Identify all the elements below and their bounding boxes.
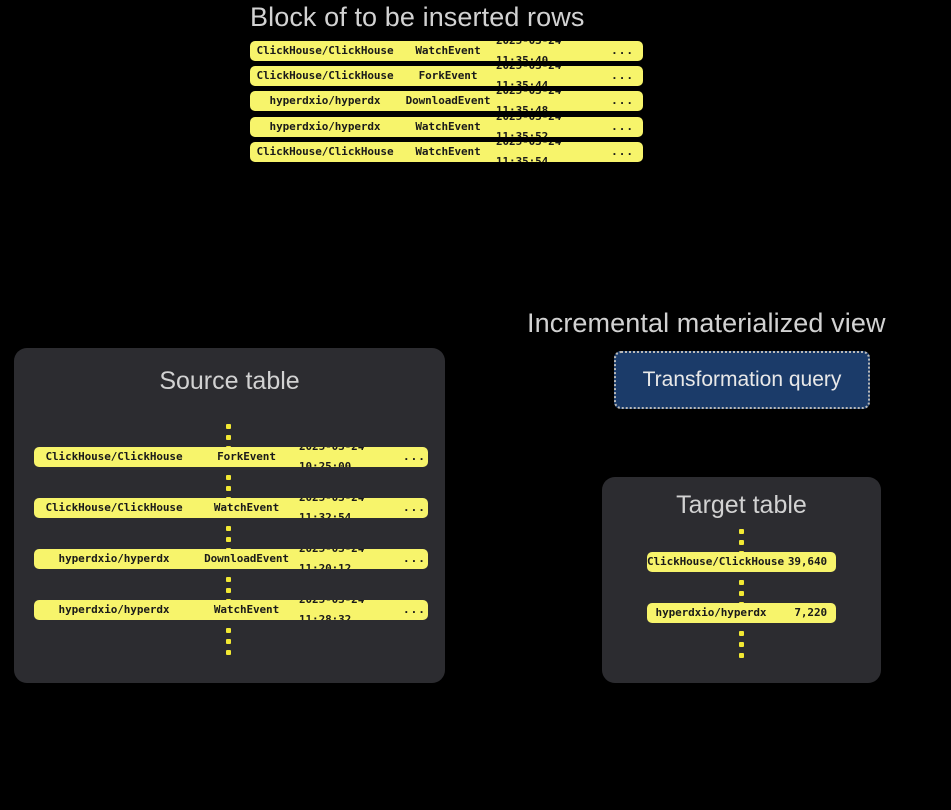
source-table-card: Source table ClickHouse/ClickHouse ForkE… [14,348,445,683]
source-row-repo: ClickHouse/ClickHouse [45,450,183,463]
target-row-value: 7,220 [794,606,827,619]
block-row-timestamp: 2025-03-24 11:35:44 [496,66,561,86]
target-table-card: Target table ClickHouse/ClickHouse 39,64… [602,477,881,683]
block-heading: Block of to be inserted rows [250,2,585,32]
source-row-timestamp: 2025-03-24 11:32:54 [299,498,364,518]
source-row-repo: hyperdxio/hyperdx [58,603,170,616]
source-row-ellipsis: ... [403,603,426,616]
block-row-repo: hyperdxio/hyperdx [269,94,381,107]
block-row-timestamp: 2025-03-24 11:35:54 [496,142,561,162]
source-row-event: DownloadEvent [204,552,289,565]
block-row-repo: hyperdxio/hyperdx [269,120,381,133]
block-row-timestamp: 2025-03-24 11:35:52 [496,117,561,137]
block-row-repo: ClickHouse/ClickHouse [256,44,394,57]
block-row-ellipsis: ... [611,69,634,82]
target-row-repo: ClickHouse/ClickHouse [647,555,784,568]
source-row-ellipsis: ... [403,552,426,565]
block-row: hyperdxio/hyperdx WatchEvent 2025-03-24 … [250,117,643,137]
block-row-timestamp: 2025-03-24 11:35:40 [496,41,561,61]
block-row: ClickHouse/ClickHouse WatchEvent 2025-03… [250,142,643,162]
source-row-repo: ClickHouse/ClickHouse [45,501,183,514]
target-table-row: ClickHouse/ClickHouse 39,640 [647,552,836,572]
block-row-ellipsis: ... [611,120,634,133]
block-row-ellipsis: ... [611,44,634,57]
block-row-event: DownloadEvent [405,94,491,107]
block-row-repo: ClickHouse/ClickHouse [256,145,394,158]
transformation-query-box[interactable]: Transformation query [614,351,870,409]
block-row-event: WatchEvent [415,44,481,57]
source-row-repo: hyperdxio/hyperdx [58,552,170,565]
target-table-row: hyperdxio/hyperdx 7,220 [647,603,836,623]
source-row-event: ForkEvent [217,450,276,463]
source-table-title: Source table [159,367,300,395]
block-row-ellipsis: ... [611,94,634,107]
target-row-value: 39,640 [787,555,827,568]
block-row: hyperdxio/hyperdx DownloadEvent 2025-03-… [250,91,643,111]
source-table-row: ClickHouse/ClickHouse WatchEvent 2025-03… [34,498,428,518]
transformation-query-label: Transformation query [642,368,842,391]
source-row-timestamp: 2025-03-24 10:25:00 [299,447,364,467]
target-table-title: Target table [676,491,807,519]
block-row-event: ForkEvent [418,69,478,82]
source-row-ellipsis: ... [403,450,426,463]
source-row-timestamp: 2025-03-24 11:20:12 [299,549,364,569]
block-row-event: WatchEvent [415,145,481,158]
source-row-timestamp: 2025-03-24 11:28:32 [299,600,364,620]
block-row: ClickHouse/ClickHouse WatchEvent 2025-03… [250,41,643,61]
ellipsis-dots [739,631,744,658]
source-row-event: WatchEvent [213,501,280,514]
block-row: ClickHouse/ClickHouse ForkEvent 2025-03-… [250,66,643,86]
source-row-ellipsis: ... [403,501,426,514]
ellipsis-dots [226,628,231,655]
materialized-view-heading: Incremental materialized view [527,308,886,338]
block-row-event: WatchEvent [415,120,481,133]
source-table-row: hyperdxio/hyperdx DownloadEvent 2025-03-… [34,549,428,569]
block-row-ellipsis: ... [611,145,634,158]
source-table-row: ClickHouse/ClickHouse ForkEvent 2025-03-… [34,447,428,467]
target-row-repo: hyperdxio/hyperdx [655,606,767,619]
source-row-event: WatchEvent [213,603,280,616]
block-row-repo: ClickHouse/ClickHouse [256,69,394,82]
source-table-row: hyperdxio/hyperdx WatchEvent 2025-03-24 … [34,600,428,620]
block-row-timestamp: 2025-03-24 11:35:48 [496,91,561,111]
